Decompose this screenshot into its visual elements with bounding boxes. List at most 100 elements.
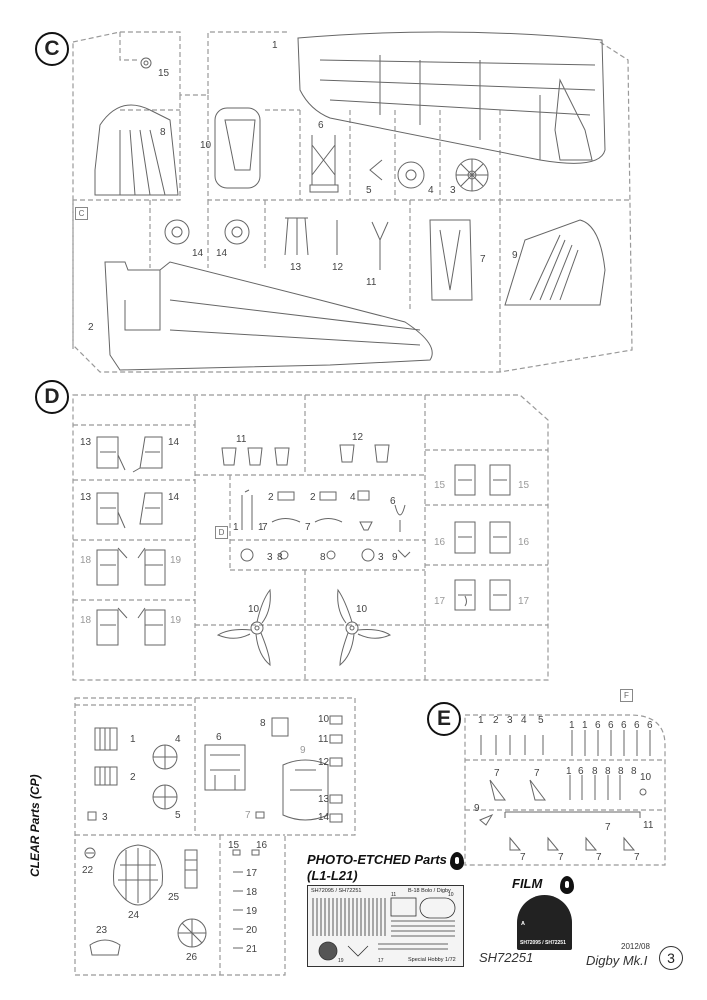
drop-icon	[560, 876, 574, 894]
svg-text:7: 7	[605, 822, 611, 833]
svg-text:10: 10	[318, 714, 330, 725]
svg-text:7: 7	[305, 522, 311, 533]
sprue-c-tag: C	[75, 207, 88, 220]
svg-text:7: 7	[245, 810, 251, 821]
svg-text:2: 2	[130, 772, 136, 783]
svg-text:1: 1	[130, 734, 136, 745]
svg-text:7: 7	[520, 852, 526, 863]
svg-text:4: 4	[428, 185, 434, 196]
svg-text:4: 4	[350, 492, 356, 503]
svg-text:3: 3	[102, 812, 108, 823]
svg-text:11: 11	[236, 434, 247, 445]
svg-text:14: 14	[192, 248, 204, 259]
svg-text:11: 11	[366, 277, 377, 288]
svg-text:17: 17	[518, 596, 530, 607]
svg-text:12: 12	[318, 757, 330, 768]
svg-text:15: 15	[518, 480, 530, 491]
svg-text:10: 10	[200, 140, 212, 151]
fret-number: 11	[391, 892, 396, 898]
sprue-e-tag: F	[620, 689, 633, 702]
svg-text:13: 13	[290, 262, 302, 273]
svg-text:20: 20	[246, 925, 258, 936]
page-number: 3	[659, 946, 683, 970]
svg-text:13: 13	[318, 794, 330, 805]
svg-text:8: 8	[260, 718, 266, 729]
svg-text:2: 2	[310, 492, 316, 503]
film-title: FILM	[512, 876, 543, 891]
svg-text:6: 6	[216, 732, 222, 743]
svg-text:9: 9	[392, 552, 398, 563]
svg-text:18: 18	[80, 555, 92, 566]
svg-text:8: 8	[277, 552, 283, 563]
svg-text:15: 15	[434, 480, 446, 491]
svg-text:6: 6	[608, 720, 614, 731]
film-letter: A	[521, 921, 525, 927]
svg-text:9: 9	[474, 803, 480, 814]
svg-text:16: 16	[256, 840, 268, 851]
svg-text:14: 14	[318, 812, 330, 823]
svg-text:15: 15	[158, 68, 170, 79]
svg-text:8: 8	[631, 766, 637, 777]
fret-code: SH72095 / SH72251	[311, 888, 362, 894]
svg-text:6: 6	[647, 720, 653, 731]
svg-text:11: 11	[318, 734, 329, 745]
film-sheet: A SH72095 / SH72251	[517, 895, 572, 950]
svg-text:5: 5	[175, 810, 181, 821]
svg-text:6: 6	[621, 720, 627, 731]
svg-text:1: 1	[566, 766, 572, 777]
svg-text:6: 6	[390, 496, 396, 507]
svg-text:14: 14	[216, 248, 228, 259]
photo-etched-fret: SH72095 / SH72251 B-18 Bolo / Digby Spec…	[307, 885, 464, 967]
svg-text:7: 7	[480, 254, 486, 265]
svg-text:1: 1	[569, 720, 575, 731]
svg-text:19: 19	[170, 615, 182, 626]
svg-text:18: 18	[246, 887, 258, 898]
svg-text:19: 19	[246, 906, 258, 917]
svg-text:7: 7	[534, 768, 540, 779]
svg-text:13: 13	[80, 492, 92, 503]
svg-text:7: 7	[494, 768, 500, 779]
svg-text:26: 26	[186, 952, 198, 963]
svg-text:16: 16	[434, 537, 446, 548]
fret-number: 19	[338, 958, 344, 964]
svg-text:3: 3	[378, 552, 384, 563]
svg-text:25: 25	[168, 892, 180, 903]
svg-text:3: 3	[267, 552, 273, 563]
svg-text:11: 11	[643, 820, 654, 831]
sprue-d-badge: D	[35, 380, 69, 414]
svg-text:6: 6	[634, 720, 640, 731]
svg-text:7: 7	[634, 852, 640, 863]
kit-code: SH72251	[479, 950, 534, 965]
svg-text:8: 8	[592, 766, 598, 777]
svg-text:3: 3	[507, 715, 513, 726]
svg-text:1: 1	[233, 522, 239, 533]
svg-text:8: 8	[160, 127, 166, 138]
svg-text:1: 1	[258, 522, 264, 533]
svg-text:4: 4	[175, 734, 181, 745]
svg-text:16: 16	[518, 537, 530, 548]
svg-text:1: 1	[478, 715, 484, 726]
svg-text:3: 3	[450, 185, 456, 196]
svg-text:5: 5	[538, 715, 544, 726]
svg-text:7: 7	[558, 852, 564, 863]
svg-text:6: 6	[578, 766, 584, 777]
fret-name: B-18 Bolo / Digby	[408, 888, 451, 894]
fret-number: 10	[448, 892, 454, 898]
svg-text:23: 23	[96, 925, 108, 936]
svg-text:5: 5	[366, 185, 372, 196]
svg-text:12: 12	[332, 262, 344, 273]
drop-icon	[450, 852, 464, 870]
svg-text:1: 1	[272, 40, 278, 51]
svg-text:2: 2	[268, 492, 274, 503]
svg-text:18: 18	[80, 615, 92, 626]
svg-text:8: 8	[618, 766, 624, 777]
sprue-d-tag: D	[215, 526, 228, 539]
svg-text:15: 15	[228, 840, 240, 851]
svg-text:24: 24	[128, 910, 140, 921]
svg-text:6: 6	[595, 720, 601, 731]
